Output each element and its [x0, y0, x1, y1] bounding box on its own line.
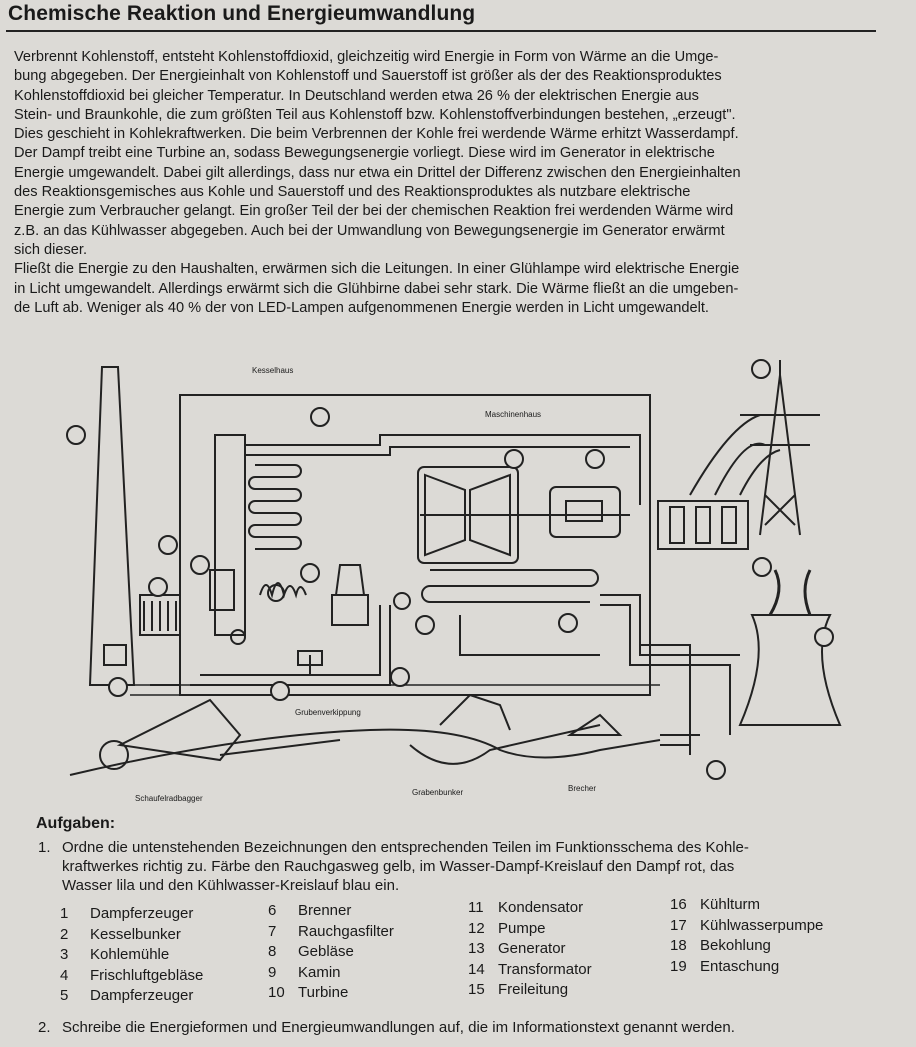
- task-text: Schreibe die Energieformen und Energieum…: [62, 1019, 735, 1036]
- page-title: Chemische Reaktion und Energieumwandlung: [8, 2, 476, 25]
- text-line: in Licht umgewandelt. Allerdings erwärmt…: [14, 280, 739, 297]
- answer-circle[interactable]: [310, 407, 330, 427]
- label-kesselhaus: Kesselhaus: [252, 366, 293, 375]
- answer-circle[interactable]: [752, 557, 772, 577]
- text-line: des Reaktionsgemisches aus Kohle und Sau…: [14, 184, 691, 201]
- generator-drawing: [549, 486, 621, 538]
- text-line: Der Dampf treibt eine Turbine an, sodass…: [14, 145, 715, 162]
- text-line: de Luft ab. Weniger als 40 % der von LED…: [14, 299, 709, 316]
- condenser-drawing: [421, 569, 599, 603]
- label-maschinenhaus: Maschinenhaus: [485, 410, 541, 419]
- text-line: z.B. an das Kühlwasser abgegeben. Auch b…: [14, 222, 725, 239]
- boiler-house-outline: [179, 394, 651, 696]
- answer-circle[interactable]: [158, 535, 178, 555]
- conveyor: [219, 724, 601, 765]
- superheater-coils: [248, 464, 302, 550]
- pump-drawing: [393, 592, 411, 610]
- answer-circle[interactable]: [558, 613, 578, 633]
- title-divider: [6, 30, 876, 32]
- answer-circle[interactable]: [751, 359, 771, 379]
- paragraph-2: Fließt die Energie zu den Haushalten, er…: [14, 260, 882, 318]
- chimney-drawing: [88, 366, 136, 686]
- text-line: sich dieser.: [14, 241, 88, 258]
- label-grubenverkippung: Grubenverkippung: [295, 708, 361, 717]
- answer-circle[interactable]: [300, 563, 320, 583]
- turbine-drawing: [424, 473, 511, 557]
- spreader-drawing: [439, 693, 511, 731]
- crusher-drawing: [566, 713, 623, 736]
- chimney-base: [103, 644, 127, 666]
- answer-circle[interactable]: [814, 627, 834, 647]
- text-line: Ordne die untenstehenden Bezeichnungen d…: [62, 839, 749, 856]
- task-1: 1. Ordne die untenstehenden Bezeichnunge…: [38, 838, 878, 900]
- answer-circle[interactable]: [270, 681, 290, 701]
- text-line: kraftwerkes richtig zu. Färbe den Rauchg…: [62, 858, 735, 875]
- task-2: 2. Schreibe die Energieformen und Energi…: [38, 1018, 878, 1040]
- text-line: Dies geschieht in Kohlekraftwerken. Die …: [14, 126, 739, 143]
- steam-generator-drawing: [214, 434, 246, 636]
- answer-circle[interactable]: [585, 449, 605, 469]
- text-line: Kohlenstoffdioxid bei gleicher Temperatu…: [14, 87, 699, 104]
- text-line: bung abgegeben. Der Energieinhalt von Ko…: [14, 68, 722, 85]
- answer-circle[interactable]: [148, 577, 168, 597]
- answer-circle[interactable]: [415, 615, 435, 635]
- task-number: 2.: [38, 1019, 51, 1036]
- text-line: Fließt die Energie zu den Haushalten, er…: [14, 261, 740, 278]
- text-line: Verbrennt Kohlenstoff, entsteht Kohlenst…: [14, 49, 719, 65]
- label-schaufelradbagger: Schaufelradbagger: [135, 794, 203, 803]
- tasks-heading: Aufgaben:: [36, 815, 116, 832]
- answer-circle[interactable]: [706, 760, 726, 780]
- fan-drawing: [230, 629, 246, 645]
- task-number: 1.: [38, 839, 51, 856]
- ground-line: [69, 728, 661, 776]
- label-grabenbunker: Grabenbunker: [412, 788, 463, 797]
- info-text: Verbrennt Kohlenstoff, entsteht Kohlenst…: [14, 48, 882, 318]
- answer-circle[interactable]: [108, 677, 128, 697]
- paragraph-1: Verbrennt Kohlenstoff, entsteht Kohlenst…: [14, 48, 882, 260]
- answer-circle[interactable]: [504, 449, 524, 469]
- text-line: Energie umgewandelt. Dabei gilt allerdin…: [14, 164, 741, 181]
- coal-mill-drawing: [334, 564, 366, 596]
- power-plant-diagram: Kesselhaus Maschinenhaus Grubenverkippun…: [66, 359, 842, 803]
- text-line: Energie zum Verbraucher gelangt. Ein gro…: [14, 203, 734, 220]
- text-line: Wasser lila und den Kühlwasser-Kreislauf…: [62, 877, 400, 894]
- answer-circle[interactable]: [66, 425, 86, 445]
- text-line: Stein- und Braunkohle, die zum größten T…: [14, 106, 736, 123]
- label-brecher: Brecher: [568, 784, 596, 793]
- transformer-drawing: [657, 500, 749, 550]
- answer-circle[interactable]: [390, 667, 410, 687]
- bucket-wheel-excavator-drawing: [99, 698, 242, 770]
- power-pylon-drawing: [740, 360, 820, 536]
- task-text: Ordne die untenstehenden Bezeichnungen d…: [62, 838, 749, 895]
- answer-circle[interactable]: [190, 555, 210, 575]
